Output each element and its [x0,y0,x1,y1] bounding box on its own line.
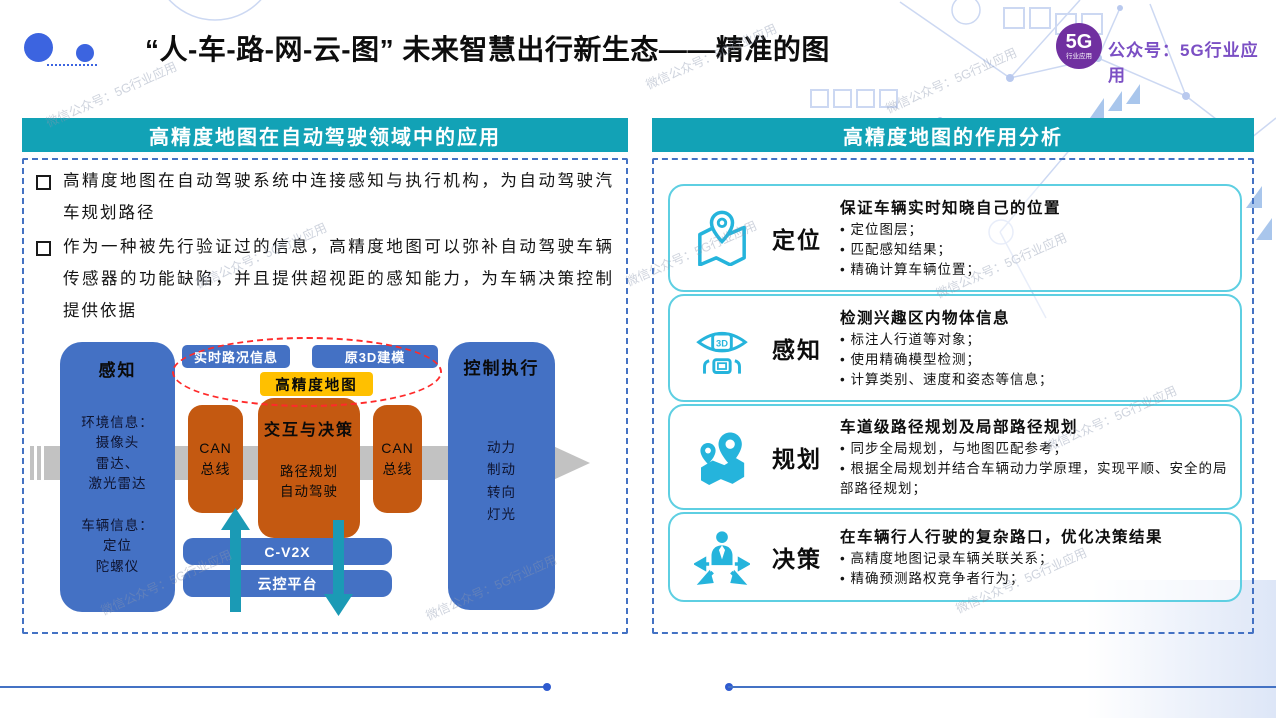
perception-title: 感知 [98,361,137,380]
title-dot-small [76,44,94,62]
card-heading: 车道级路径规划及局部路径规划 [840,418,1079,436]
can-bus-right-box: CAN 总线 [373,405,422,513]
card-label: 定位 [772,227,822,253]
card-label: 决策 [772,546,822,572]
perception-box: 感知 环境信息： 摄像头 雷达、 激光雷达 车辆信息： 定位 陀螺仪 [60,342,175,612]
card-heading: 保证车辆实时知晓自己的位置 [840,199,1062,217]
control-execution-box: 控制执行 动力 制动 转向 灯光 [448,342,555,610]
card-bullets: 同步全局规划，与地图匹配参考； 根据全局规划并结合车辆动力学原理，实现平顺、安全… [840,439,1230,500]
perception-env-text: 环境信息： 摄像头 雷达、 激光雷达 [81,415,154,491]
card-bullet: 标注人行道等对象； [840,330,1053,350]
right-panel-body [652,158,1254,634]
cloud-platform-label: 云控平台 [257,575,318,592]
bullet-item: 作为一种被先行验证过的信息，高精度地图可以弥补自动驾驶车辆传感器的功能缺陷，并且… [36,232,614,327]
square-bullet-icon [36,175,51,190]
perception-eye-icon: 3D [692,318,752,378]
publisher-label: 公众号：5G行业应用 [1108,41,1259,85]
left-panel-header: 高精度地图在自动驾驶领域中的应用 [22,118,628,152]
architecture-diagram: 感知 环境信息： 摄像头 雷达、 激光雷达 车辆信息： 定位 陀螺仪 实时路况信… [30,336,622,618]
can-bus-right-label: CAN 总线 [381,440,414,477]
card-bullet: 根据全局规划并结合车辆动力学原理，实现平顺、安全的局部路径规划； [840,459,1230,500]
card-bullets: 定位图层； 匹配感知结果； 精确计算车辆位置； [840,220,1061,281]
can-bus-left-box: CAN 总线 [188,405,243,513]
card-bullet: 计算类别、速度和姿态等信息； [840,370,1053,390]
highlight-ellipse [172,337,442,407]
cv2x-label: C-V2X [264,543,311,560]
page-title: “人-车-路-网-云-图” 未来智慧出行新生态——精准的图 [145,34,830,65]
perception-vehicle-text: 车辆信息： 定位 陀螺仪 [81,518,154,574]
title-dot-underline [47,64,97,66]
function-card-perception: 3D 感知 检测兴趣区内物体信息 标注人行道等对象； 使用精确模型检测； 计算类… [668,294,1242,402]
right-panel-header: 高精度地图的作用分析 [652,118,1254,152]
svg-text:3D: 3D [716,338,728,348]
control-items-text: 动力 制动 转向 灯光 [487,440,516,522]
left-panel-body [22,158,628,634]
interaction-subtext: 路径规划 自动驾驶 [280,464,338,500]
route-planning-icon [692,427,752,487]
left-bullet-list: 高精度地图在自动驾驶系统中连接感知与执行机构，为自动驾驶汽车规划路径 作为一种被… [36,166,614,330]
function-card-decision: 决策 在车辆行人行驶的复杂路口，优化决策结果 高精度地图记录车辆关联关系； 精确… [668,512,1242,602]
bullet-text: 作为一种被先行验证过的信息，高精度地图可以弥补自动驾驶车辆传感器的功能缺陷，并且… [63,238,614,320]
interaction-decision-box: 交互与决策 路径规划 自动驾驶 [258,398,360,538]
card-bullet: 高精度地图记录车辆关联关系； [840,549,1163,569]
footer-line-left [0,686,546,688]
card-label: 感知 [772,337,822,363]
card-bullet: 同步全局规划，与地图匹配参考； [840,439,1230,459]
card-bullets: 高精度地图记录车辆关联关系； 精确预测路权竞争者行为； [840,549,1163,590]
footer-dot-left [543,683,551,691]
5g-badge-text: 5G [1065,30,1093,53]
5g-badge-subtext: 行业应用 [1066,52,1092,60]
map-pin-icon [692,208,752,268]
cloud-platform-bar: 云控平台 [183,570,392,597]
card-bullet: 精确计算车辆位置； [840,260,1061,280]
decision-person-icon [692,527,752,587]
5g-badge: 5G 行业应用 [1056,23,1102,69]
corner-gradient-decoration [1066,580,1276,718]
card-heading: 在车辆行人行驶的复杂路口，优化决策结果 [840,528,1164,546]
card-heading: 检测兴趣区内物体信息 [840,309,1011,327]
card-label: 规划 [772,446,822,472]
title-dot-large [24,33,53,62]
interaction-title: 交互与决策 [263,422,354,439]
card-bullet: 定位图层； [840,220,1061,240]
card-bullets: 标注人行道等对象； 使用精确模型检测； 计算类别、速度和姿态等信息； [840,330,1053,391]
function-card-planning: 规划 车道级路径规划及局部路径规划 同步全局规划，与地图匹配参考； 根据全局规划… [668,404,1242,510]
card-bullet: 精确预测路权竞争者行为； [840,569,1163,589]
card-bullet: 使用精确模型检测； [840,350,1053,370]
footer-line-right [728,686,1276,688]
card-bullet: 匹配感知结果； [840,240,1061,260]
bullet-text: 高精度地图在自动驾驶系统中连接感知与执行机构，为自动驾驶汽车规划路径 [63,172,614,222]
function-card-positioning: 定位 保证车辆实时知晓自己的位置 定位图层； 匹配感知结果； 精确计算车辆位置； [668,184,1242,292]
cv2x-bar: C-V2X [183,538,392,565]
control-title: 控制执行 [463,359,540,378]
bullet-item: 高精度地图在自动驾驶系统中连接感知与执行机构，为自动驾驶汽车规划路径 [36,166,614,229]
can-bus-left-label: CAN 总线 [199,440,232,477]
square-bullet-icon [36,241,51,257]
